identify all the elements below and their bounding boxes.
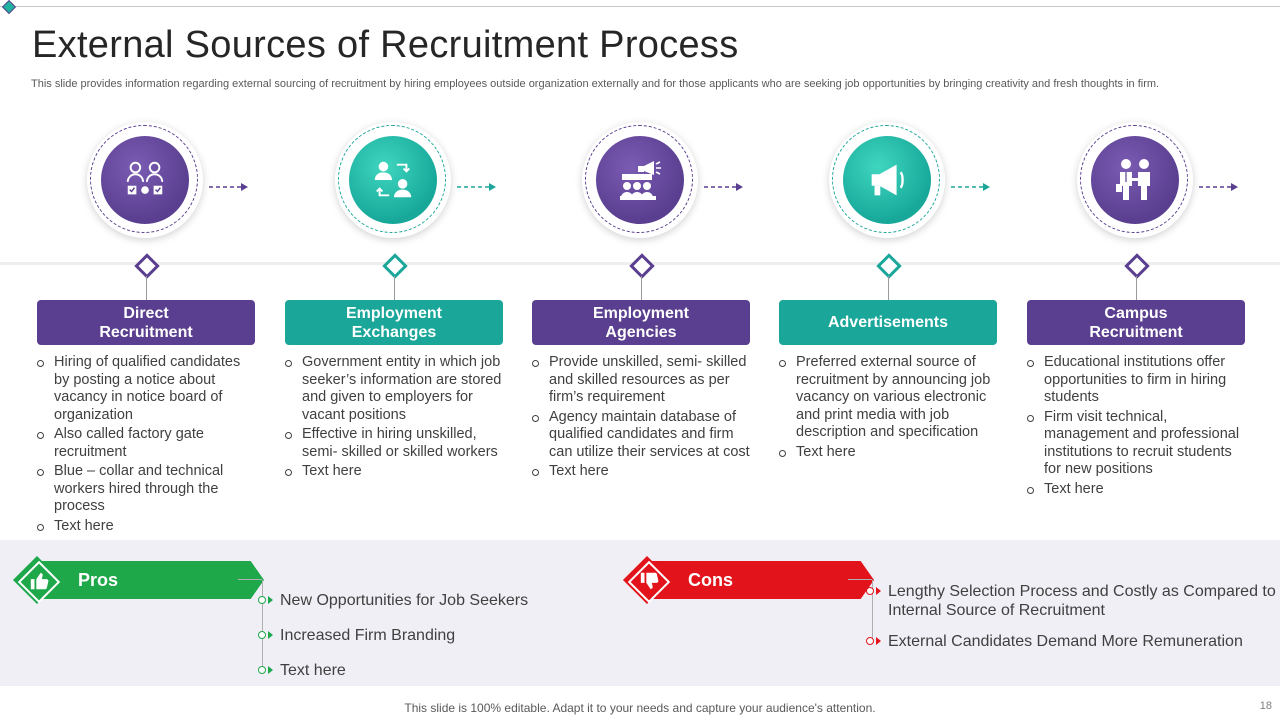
connector-line [641, 276, 642, 300]
bullet-arrow-icon [876, 587, 881, 595]
icon-ring [1077, 122, 1193, 238]
thumbs-up-icon [30, 572, 49, 590]
connector-line [394, 276, 395, 300]
cons-bracket [872, 580, 873, 642]
corner-diamond-mark [1, 0, 17, 15]
source-heading: Direct Recruitment [37, 300, 255, 345]
connector-line [1136, 276, 1137, 300]
exchange-people-icon [349, 136, 437, 224]
timeline-diamond [382, 253, 408, 279]
source-points: Hiring of qualified candidates by postin… [37, 354, 255, 537]
cons-item: Lengthy Selection Process and Costly as … [866, 582, 1280, 620]
bullet-arrow-icon [268, 666, 273, 674]
dashed-arrow-icon [457, 178, 517, 191]
connector-line [146, 276, 147, 300]
pros-item: New Opportunities for Job Seekers [258, 591, 528, 610]
bullet-point: Agency maintain database of qualified ca… [532, 409, 750, 462]
bullet-point: Government entity in which job seeker’s … [285, 354, 503, 424]
bullet-point: Educational institutions offer opportuni… [1027, 354, 1245, 407]
bullet-dot-icon [866, 587, 874, 595]
source-points: Government entity in which job seeker’s … [285, 354, 503, 483]
thumbs-down-icon [640, 572, 659, 590]
bullet-point: Preferred external source of recruitment… [779, 354, 997, 442]
dashed-arrow-icon [1199, 178, 1259, 191]
pros-item: Increased Firm Branding [258, 626, 528, 645]
bullet-point: Text here [532, 463, 750, 481]
bullet-point: Provide unskilled, semi- skilled and ski… [532, 354, 750, 407]
source-heading: Employment Agencies [532, 300, 750, 345]
bullet-arrow-icon [268, 631, 273, 639]
cons-item: External Candidates Demand More Remunera… [866, 632, 1280, 651]
timeline-diamond [134, 253, 160, 279]
bullet-arrow-icon [876, 637, 881, 645]
dashed-arrow-icon [704, 178, 764, 191]
bullet-point: Text here [285, 463, 503, 481]
source-points: Preferred external source of recruitment… [779, 354, 997, 463]
dashed-arrow-icon [951, 178, 1011, 191]
source-heading: Advertisements [779, 300, 997, 345]
bullet-point: Text here [1027, 481, 1245, 499]
bullet-point: Firm visit technical, management and pro… [1027, 409, 1245, 479]
source-points: Provide unskilled, semi- skilled and ski… [532, 354, 750, 483]
pros-item: Text here [258, 661, 528, 680]
recruitment-agency-icon [596, 136, 684, 224]
icon-ring [829, 122, 945, 238]
pros-label: Pros [78, 569, 119, 590]
cons-label: Cons [688, 569, 733, 590]
bullet-point: Hiring of qualified candidates by postin… [37, 354, 255, 424]
page-number: 18 [1259, 700, 1272, 712]
bullet-dot-icon [258, 666, 266, 674]
icon-ring [87, 122, 203, 238]
footer-note: This slide is 100% editable. Adapt it to… [404, 701, 876, 715]
employees-checklist-icon [101, 136, 189, 224]
bullet-dot-icon [258, 631, 266, 639]
icon-ring [335, 122, 451, 238]
source-heading: Campus Recruitment [1027, 300, 1245, 345]
pros-bracket [262, 580, 263, 672]
cons-list: Lengthy Selection Process and Costly as … [866, 582, 1280, 651]
bullet-point: Text here [779, 444, 997, 462]
connector-line [888, 276, 889, 300]
timeline-diamond [629, 253, 655, 279]
handshake-people-icon [1091, 136, 1179, 224]
source-points: Educational institutions offer opportuni… [1027, 354, 1245, 500]
bullet-dot-icon [866, 637, 874, 645]
bullet-point: Blue – collar and technical workers hire… [37, 463, 255, 516]
timeline-diamond [876, 253, 902, 279]
pros-tag: Pros [12, 555, 264, 605]
dashed-arrow-icon [209, 178, 269, 191]
cons-tag: Cons [622, 555, 874, 605]
bullet-point: Effective in hiring unskilled, semi- ski… [285, 426, 503, 461]
bullet-dot-icon [258, 596, 266, 604]
bullet-point: Text here [37, 518, 255, 536]
bullet-point: Also called factory gate recruitment [37, 426, 255, 461]
page-title: External Sources of Recruitment Process [32, 24, 739, 66]
timeline-diamond [1124, 253, 1150, 279]
source-heading: Employment Exchanges [285, 300, 503, 345]
top-rule [0, 6, 1280, 7]
bullet-arrow-icon [268, 596, 273, 604]
megaphone-icon [843, 136, 931, 224]
page-subtitle: This slide provides information regardin… [31, 78, 1160, 90]
icon-ring [582, 122, 698, 238]
